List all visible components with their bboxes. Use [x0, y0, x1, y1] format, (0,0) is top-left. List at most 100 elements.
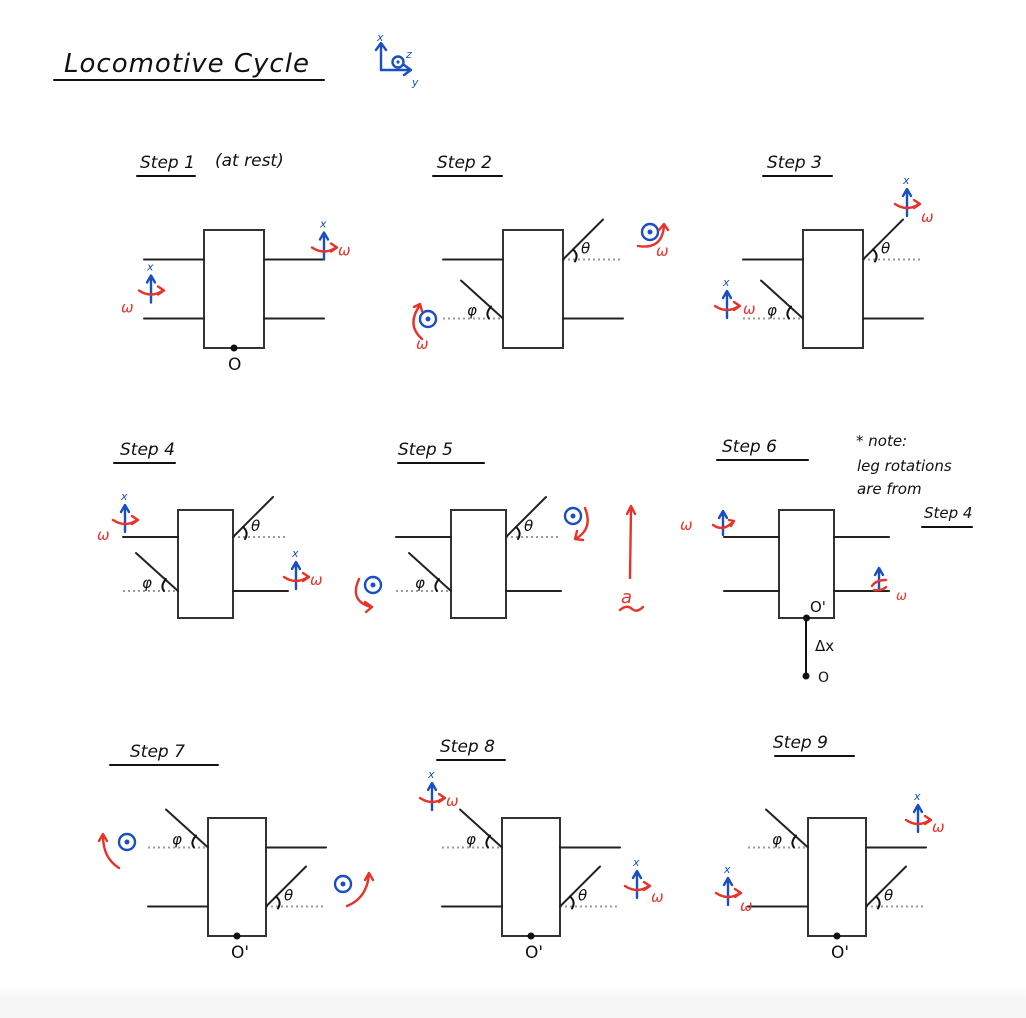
angle-arc	[786, 305, 792, 320]
rotation-arrow-icon	[623, 880, 652, 892]
step-7: Step 7 φ θO'	[97, 742, 375, 963]
x-axis-arrow-icon	[290, 560, 302, 591]
leg-raised	[562, 218, 604, 261]
z-dot	[396, 60, 400, 64]
angle-arc	[191, 834, 197, 849]
step-title: Step 1	[140, 153, 195, 173]
x-axis-arrow-icon	[901, 187, 913, 218]
x-axis-label: x	[722, 276, 730, 289]
x-axis-arrow-icon	[426, 781, 438, 812]
omega-label: ω	[896, 589, 907, 604]
rotation-arrow-icon	[111, 514, 140, 526]
omega-label: ω	[656, 242, 669, 260]
omega-label: ω	[932, 818, 945, 836]
note-line: are from	[857, 480, 922, 498]
angle-phi-label: φ	[772, 831, 782, 849]
leg-raised	[135, 552, 179, 592]
angle-arc	[275, 895, 281, 910]
axis-label-y: y	[411, 76, 419, 89]
angle-phi-label: φ	[142, 574, 152, 592]
angle-phi-label: φ	[415, 574, 425, 592]
origin-label: O'	[231, 943, 249, 963]
acceleration-label: a	[621, 587, 632, 608]
step-title: Step 7	[130, 742, 185, 762]
x-axis-arrow-icon	[318, 231, 330, 261]
angle-arc	[569, 895, 575, 910]
angle-theta-label: θ	[881, 240, 890, 258]
angle-theta-label: θ	[284, 887, 293, 905]
body-box	[802, 229, 864, 349]
body-box	[778, 509, 835, 619]
angle-arc	[242, 526, 248, 540]
angle-arc	[791, 834, 797, 849]
leg-raised	[459, 808, 503, 849]
vector-tilde	[618, 605, 645, 612]
x-axis-label: x	[427, 768, 435, 781]
x-axis-arrow-icon	[873, 566, 885, 592]
omega-label: ω	[97, 526, 110, 544]
rotation-arrow-icon	[904, 814, 933, 826]
z-axis-out-icon	[563, 506, 583, 526]
angle-phi-label: φ	[172, 831, 182, 849]
z-axis-out-icon	[117, 832, 137, 852]
angle-theta-label: θ	[524, 517, 533, 535]
x-axis-label: x	[723, 863, 731, 876]
origin-label: O'	[831, 943, 849, 963]
angle-theta-label: θ	[251, 517, 260, 535]
body-box	[502, 229, 564, 349]
rotation-arrow-icon	[354, 577, 374, 614]
x-axis-label: x	[120, 490, 128, 503]
rotation-arrow-icon	[97, 832, 121, 870]
axis-label-x: x	[376, 31, 384, 44]
x-axis-label: x	[902, 174, 910, 187]
x-axis-label: x	[319, 218, 327, 231]
rotation-arrow-icon	[713, 300, 742, 312]
body-box	[203, 229, 265, 349]
x-axis-arrow-icon	[717, 509, 729, 537]
rotation-arrow-icon	[636, 222, 670, 248]
z-axis-dot	[570, 513, 576, 519]
z-axis-dot	[647, 229, 653, 235]
leg-raised	[559, 865, 601, 908]
omega-label: ω	[921, 208, 934, 226]
step-title: Step 3	[767, 153, 822, 173]
x-axis-arrow-icon	[721, 289, 733, 320]
x-axis-arrow-icon	[722, 876, 734, 907]
x-axis-arrow-icon	[374, 41, 388, 72]
omega-label: ω	[740, 897, 753, 915]
displacement-label: Δx	[815, 637, 834, 655]
x-axis-label: x	[291, 547, 299, 560]
step-title: Step 8	[440, 737, 495, 757]
angle-theta-label: θ	[581, 240, 590, 258]
step-title: Step 9	[773, 733, 828, 753]
rotation-arrow-icon	[573, 506, 589, 542]
origin-label: O	[228, 355, 241, 375]
origin-dot	[527, 932, 535, 940]
leg-raised	[865, 865, 907, 908]
axes-legend: x z y	[374, 31, 419, 89]
angle-phi-label: φ	[466, 831, 476, 849]
body-box	[807, 817, 867, 937]
origin-dot	[230, 344, 238, 352]
z-axis-dot	[340, 881, 346, 887]
rotation-arrow-icon	[711, 518, 736, 530]
z-out-of-page-icon	[391, 55, 405, 69]
step-sublabel: (at rest)	[215, 151, 284, 171]
leg-raised	[460, 279, 504, 320]
origin-dot	[833, 932, 841, 940]
leg-raised	[505, 496, 547, 538]
omega-label: ω	[743, 300, 756, 318]
angle-phi-label: φ	[467, 302, 477, 320]
omega-label: ω	[338, 242, 351, 260]
leg-raised	[862, 218, 904, 261]
body-box	[450, 509, 507, 619]
body-box	[177, 509, 234, 619]
note-line: * note:	[856, 432, 907, 450]
angle-arc	[434, 578, 440, 592]
x-axis-arrow-icon	[119, 503, 131, 534]
